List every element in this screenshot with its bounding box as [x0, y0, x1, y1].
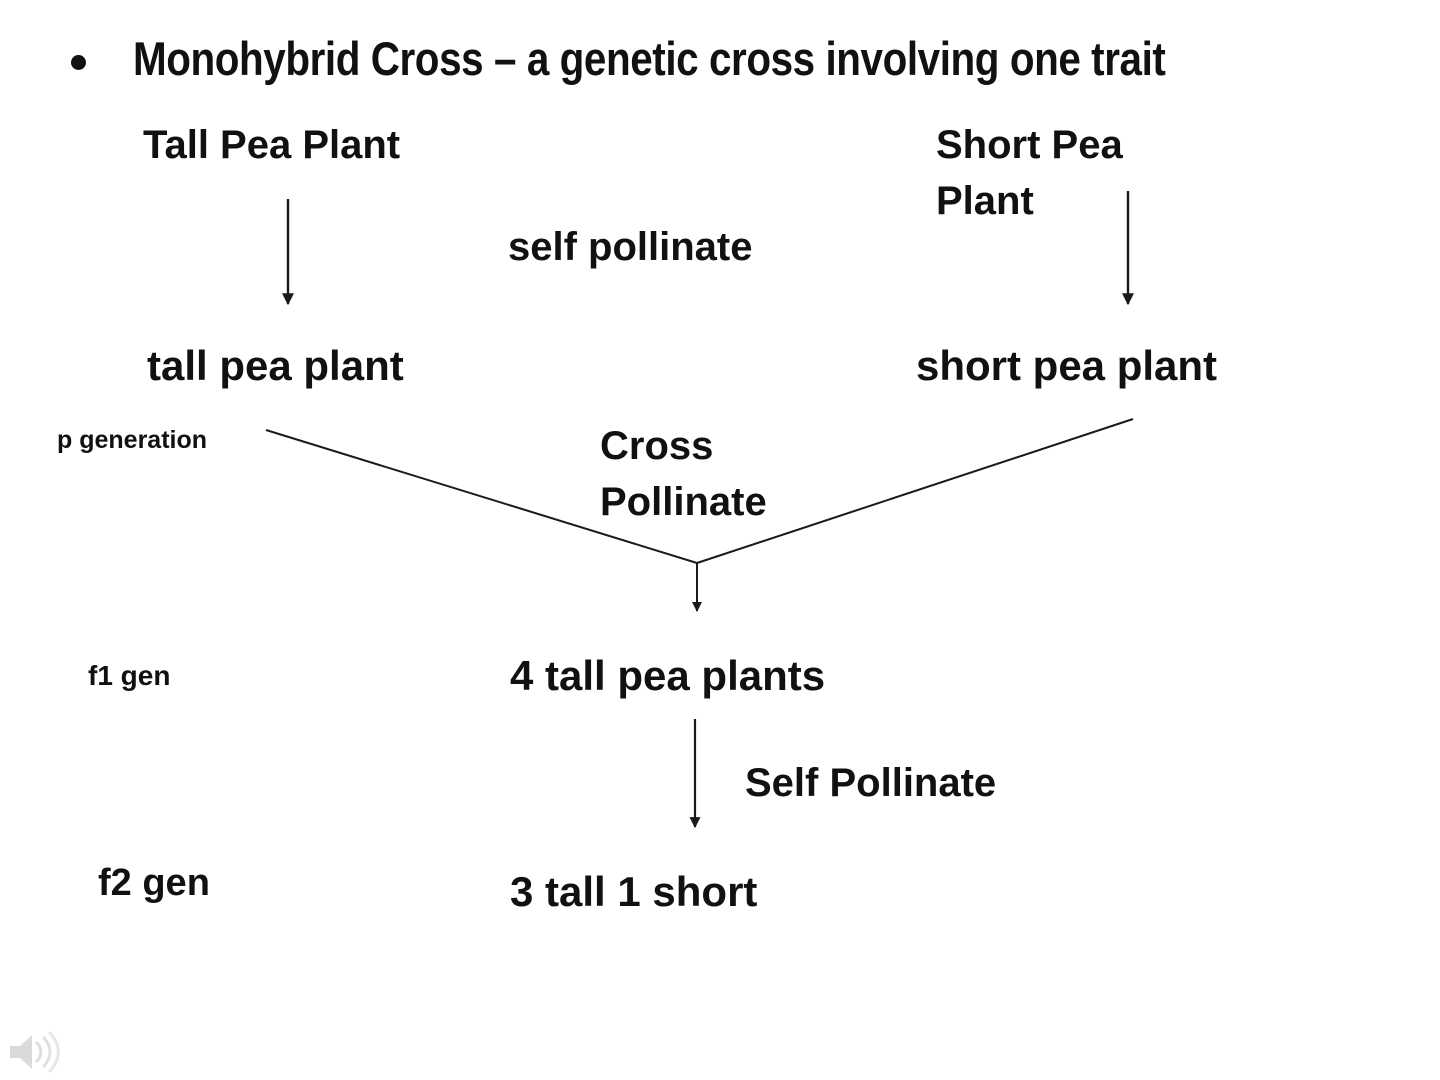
- f1-generation-label-text: f1 gen: [88, 660, 171, 691]
- f2-result-text: 3 tall 1 short: [510, 868, 758, 915]
- bullet-dot-icon: [71, 55, 86, 70]
- p-generation-label-text: p generation: [57, 426, 208, 454]
- p-generation-label-blank: p generation: [42, 412, 305, 467]
- f2-generation-label-text: f2 gen: [98, 862, 210, 904]
- p-generation-short-blank-text: short pea plant: [916, 342, 1218, 389]
- p-generation-tall-blank: tall pea plant: [133, 338, 531, 396]
- cross-pollinate-label: Cross Pollinate: [600, 424, 767, 524]
- short-pea-plant-heading: Short Pea Plant: [936, 123, 1123, 223]
- f1-self-pollinate-label: Self Pollinate: [745, 761, 997, 805]
- self-pollinate-blank-text: self pollinate: [508, 225, 753, 269]
- f2-generation-label-blank: f2 gen: [85, 853, 388, 911]
- f2-result-blank: 3 tall 1 short: [497, 864, 1007, 922]
- p-generation-short-blank: short pea plant: [912, 338, 1342, 396]
- page-title: Monohybrid Cross – a genetic cross invol…: [133, 32, 1166, 85]
- self-pollinate-blank: self pollinate: [500, 218, 900, 276]
- f1-result-text: 4 tall pea plants: [510, 652, 826, 699]
- tall-pea-plant-heading: Tall Pea Plant: [143, 123, 401, 167]
- p-generation-tall-blank-text: tall pea plant: [147, 342, 404, 389]
- f1-generation-label-blank: f1 gen: [72, 648, 375, 706]
- speaker-icon[interactable]: [6, 1028, 60, 1076]
- f1-result-blank: 4 tall pea plants: [497, 648, 975, 706]
